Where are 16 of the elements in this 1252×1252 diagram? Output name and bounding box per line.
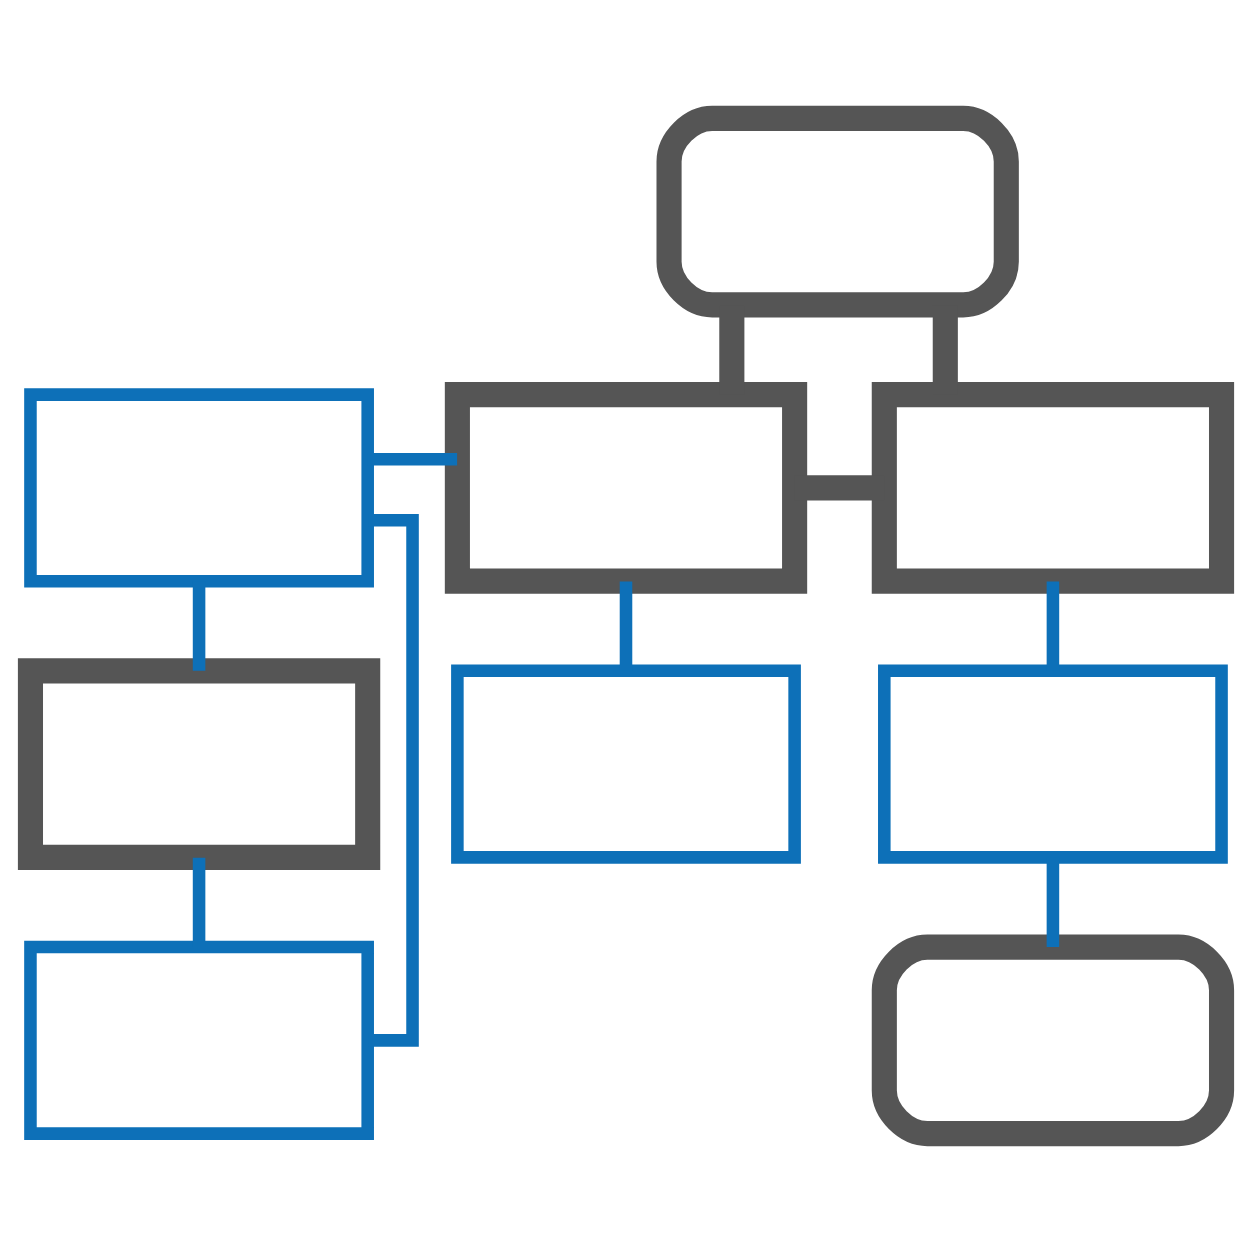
connector — [1046, 581, 1060, 671]
node-box — [17, 658, 381, 870]
node-oval — [656, 105, 1019, 318]
node-box — [871, 382, 1235, 594]
connector — [192, 857, 206, 947]
connector — [367, 452, 458, 466]
node-box — [24, 940, 374, 1140]
node-box — [444, 382, 808, 594]
node-oval — [871, 934, 1235, 1147]
connector — [368, 513, 419, 1047]
node-box — [451, 664, 801, 864]
connector — [1046, 857, 1060, 947]
connector — [619, 581, 633, 671]
node-box — [878, 664, 1228, 864]
node-box — [24, 388, 374, 588]
connector — [192, 581, 206, 671]
